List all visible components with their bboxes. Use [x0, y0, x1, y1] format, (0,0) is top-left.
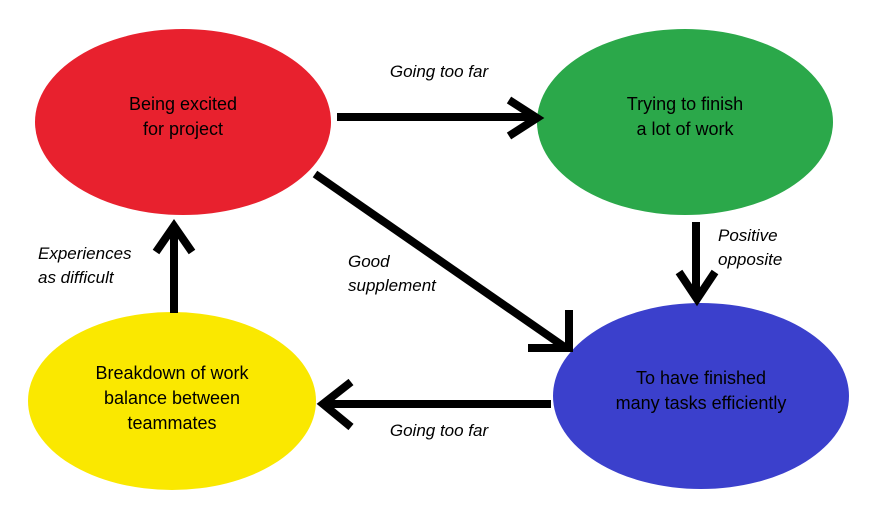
edge-trying-to-finished [675, 222, 719, 307]
edge-excited-to-trying [337, 96, 545, 140]
edge-label-going-too-far-top: Going too far [389, 62, 489, 81]
edge-finished-to-breakdown [316, 378, 551, 431]
node-trying[interactable] [537, 29, 833, 215]
edge-label-going-too-far-bottom: Going too far [389, 421, 489, 440]
node-excited[interactable] [35, 29, 331, 215]
edge-excited-to-finished [312, 170, 573, 352]
edge-label-positive-opposite: Positive opposite [718, 226, 783, 270]
node-breakdown[interactable] [28, 312, 316, 490]
edge-breakdown-to-excited [152, 218, 196, 313]
edge-label-good-supplement: Good supplement [348, 252, 436, 296]
edge-label-experiences-as-difficult: Experiences as difficult [38, 244, 132, 288]
node-finished[interactable] [553, 303, 849, 489]
